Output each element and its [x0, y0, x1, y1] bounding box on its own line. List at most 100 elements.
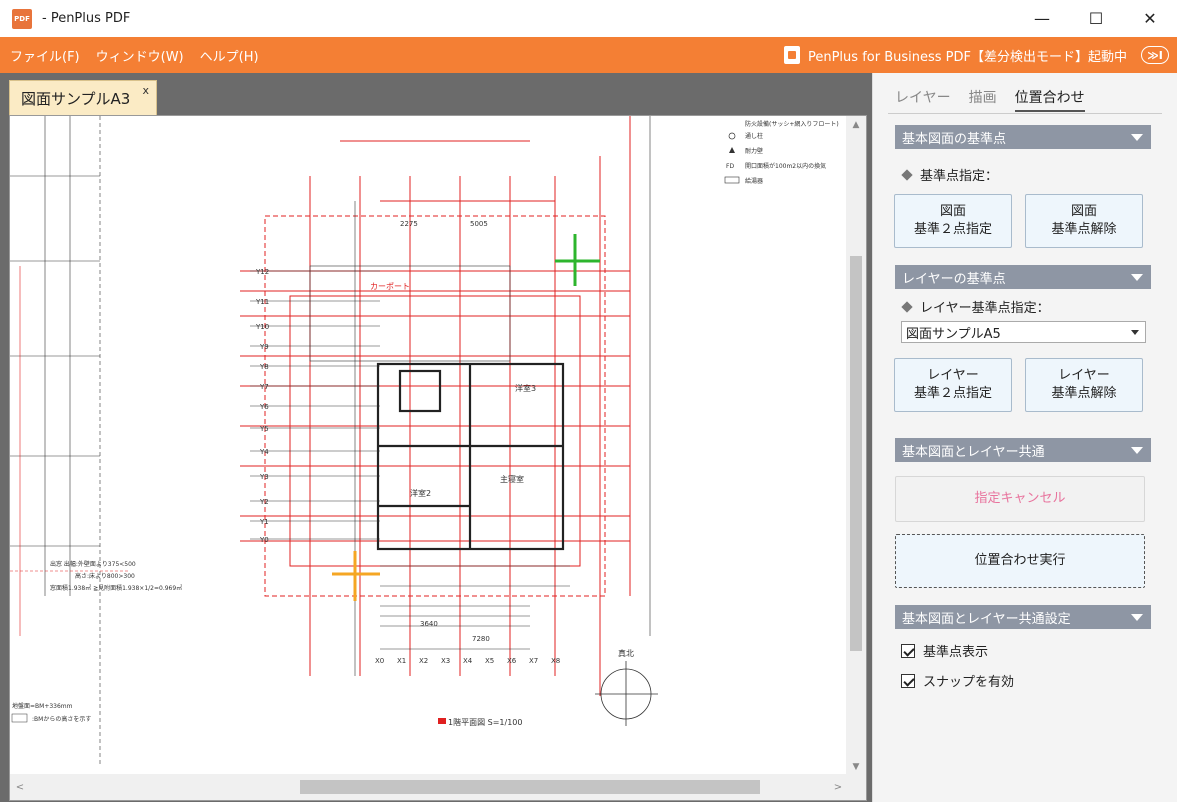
document-tab[interactable]: 図面サンプルA3 x	[9, 80, 157, 115]
floor-plan-svg: Y12 Y11 Y10 Y9 Y8 Y7 Y6 Y5 Y4 Y3 Y2 Y1 Y…	[10, 116, 839, 766]
axis-x-label: X2	[419, 657, 428, 665]
tab-layer[interactable]: レイヤー	[895, 90, 951, 106]
drawing-title: 1階平面図 S=1/100	[448, 717, 522, 727]
gl-note: 地盤面=BM+336mm	[12, 702, 73, 710]
axis-y-label: Y10	[255, 323, 269, 331]
layer-two-point-button[interactable]: レイヤー 基準２点指定	[894, 358, 1012, 412]
base-two-point-button[interactable]: 図面 基準２点指定	[894, 194, 1012, 248]
legend-item: 通し柱	[745, 132, 763, 140]
execute-alignment-button[interactable]: 位置合わせ実行	[895, 534, 1145, 588]
axis-y-label: Y8	[259, 363, 269, 371]
document-area: 図面サンプルA3 x	[0, 73, 872, 802]
layer-point-clear-button[interactable]: レイヤー 基準点解除	[1025, 358, 1143, 412]
tab-alignment[interactable]: 位置合わせ	[1014, 87, 1085, 112]
alignment-panel: レイヤー 描画 位置合わせ 基本図面の基準点 基準点指定： 図面 基準２点指定 …	[872, 73, 1177, 802]
cancel-selection-button[interactable]: 指定キャンセル	[895, 476, 1145, 522]
menu-help[interactable]: ヘルプ(H)	[199, 49, 259, 65]
axis-x-label: X5	[485, 657, 494, 665]
layer-select[interactable]: 図面サンプルA5	[901, 321, 1146, 343]
menu-file[interactable]: ファイル(F)	[10, 49, 80, 65]
layer-point-label: レイヤー基準点指定：	[901, 297, 1050, 316]
axis-y-label: Y3	[259, 473, 269, 481]
scroll-left-icon[interactable]: <	[15, 781, 25, 793]
tab-close-icon[interactable]: x	[142, 84, 149, 97]
maximize-button[interactable]: ☐	[1088, 9, 1104, 28]
section-title: 基本図面の基準点	[902, 131, 1007, 147]
mode-text: PenPlus for Business PDF【差分検出モード】起動中	[807, 49, 1127, 65]
bm-note: :BMからの高さを示す	[32, 715, 91, 723]
section-layer-reference[interactable]: レイヤーの基準点	[895, 265, 1151, 289]
window-controls: — ☐ ✕	[1015, 0, 1177, 37]
scroll-up-icon[interactable]: ▲	[852, 120, 860, 130]
title-bar: PDF - PenPlus PDF — ☐ ✕	[0, 0, 1177, 37]
scroll-corner	[846, 774, 866, 800]
legend-item: 防火設備(サッシ+網入りフロート)	[745, 120, 839, 128]
layer-point-marker[interactable]	[332, 551, 380, 601]
scroll-down-icon[interactable]: ▼	[852, 762, 860, 772]
axis-y-label: Y2	[259, 498, 269, 506]
button-line2: 基準点解除	[1051, 386, 1117, 401]
button-label: 指定キャンセル	[974, 491, 1066, 506]
section-base-reference[interactable]: 基本図面の基準点	[895, 125, 1151, 149]
reference-point-marker[interactable]	[555, 234, 600, 286]
show-reference-checkbox[interactable]: 基準点表示	[901, 641, 988, 660]
caret-down-icon	[1131, 447, 1143, 454]
mode-indicator: PenPlus for Business PDF【差分検出モード】起動中 ≫I	[783, 37, 1169, 73]
menu-window[interactable]: ウィンドウ(W)	[95, 49, 184, 65]
axis-x-label: X4	[463, 657, 473, 665]
caret-down-icon	[1131, 614, 1143, 621]
tab-draw[interactable]: 描画	[968, 90, 997, 106]
caret-down-icon	[1131, 274, 1143, 281]
note-text: 出窓 出幅:外壁面より375<500	[50, 560, 136, 568]
base-point-clear-button[interactable]: 図面 基準点解除	[1025, 194, 1143, 248]
checkbox-checked[interactable]	[901, 643, 915, 658]
axis-y-label: Y11	[255, 298, 269, 306]
button-line1: レイヤー	[1058, 368, 1110, 383]
scroll-right-icon[interactable]: >	[833, 781, 843, 793]
horizontal-scrollbar[interactable]: < >	[10, 774, 848, 800]
floor-plan-drawing[interactable]: Y12 Y11 Y10 Y9 Y8 Y7 Y6 Y5 Y4 Y3 Y2 Y1 Y…	[10, 116, 848, 776]
checkbox-checked[interactable]	[901, 673, 915, 688]
dropdown-arrow-icon	[1131, 330, 1139, 335]
button-line1: 図面	[939, 204, 966, 219]
exit-mode-button[interactable]: ≫I	[1141, 46, 1169, 64]
tabs-divider	[888, 113, 1162, 114]
diamond-icon	[901, 168, 913, 181]
section-title: 基本図面とレイヤー共通設定	[902, 611, 1071, 627]
button-line1: 図面	[1070, 204, 1097, 219]
legend-item: 給湯器	[745, 177, 763, 185]
axis-y-label: Y6	[259, 403, 269, 411]
button-line2: 基準２点指定	[913, 386, 992, 401]
room-label: 洋室3	[515, 383, 536, 393]
button-line2: 基準２点指定	[913, 222, 992, 237]
document-canvas[interactable]: Y12 Y11 Y10 Y9 Y8 Y7 Y6 Y5 Y4 Y3 Y2 Y1 Y…	[9, 115, 867, 801]
minimize-button[interactable]: —	[1034, 9, 1050, 28]
axis-x-label: X8	[551, 657, 560, 665]
dim-text: 2275	[400, 220, 418, 228]
checkbox-label: スナップを有効	[923, 675, 1015, 690]
vertical-scrollbar[interactable]: ▲ ▼	[846, 116, 866, 776]
axis-y-label: Y1	[259, 518, 269, 526]
panel-tabs: レイヤー 描画 位置合わせ	[895, 87, 1103, 112]
axis-x-label: X7	[529, 657, 538, 665]
window-title: - PenPlus PDF	[42, 11, 131, 26]
axis-y-label: Y9	[259, 343, 269, 351]
dim-text: 5005	[470, 220, 488, 228]
dim-text: 7280	[472, 635, 490, 643]
layer-point-label-text: レイヤー基準点指定：	[920, 301, 1050, 316]
diamond-icon	[901, 300, 913, 313]
close-button[interactable]: ✕	[1143, 9, 1157, 28]
note-text: 窓面積1.938㎡ ≧見附面積1.938×1/2=0.969㎡	[50, 584, 182, 592]
section-common-settings[interactable]: 基本図面とレイヤー共通設定	[895, 605, 1151, 629]
room-label: カーポート	[370, 282, 410, 291]
axis-y-label: Y0	[259, 536, 269, 544]
section-common[interactable]: 基本図面とレイヤー共通	[895, 438, 1151, 462]
enable-snap-checkbox[interactable]: スナップを有効	[901, 671, 1014, 690]
axis-y-label: Y5	[259, 425, 269, 433]
horizontal-scroll-thumb[interactable]	[300, 780, 760, 794]
vertical-scroll-thumb[interactable]	[850, 256, 862, 651]
axis-x-label: X1	[397, 657, 406, 665]
caret-down-icon	[1131, 134, 1143, 141]
dim-text: 3640	[420, 620, 438, 628]
document-tab-label: 図面サンプルA3	[21, 89, 131, 108]
